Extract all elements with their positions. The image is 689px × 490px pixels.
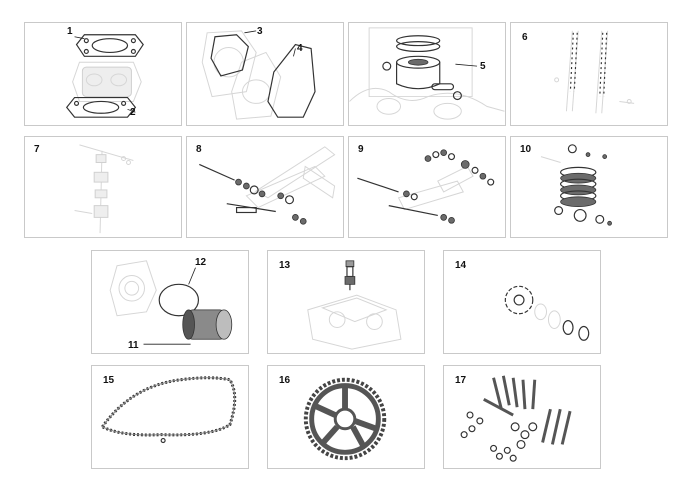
part-number-4: 4 — [297, 43, 303, 54]
part-number-13: 13 — [279, 260, 291, 271]
part-number-3: 3 — [257, 26, 263, 37]
panel-fork-legs[interactable]: 6 — [510, 22, 668, 126]
part-number-14: 14 — [455, 260, 467, 271]
panel-cover-gaskets[interactable]: 3 4 — [186, 22, 344, 126]
panel-rear-sprocket[interactable]: 16 — [267, 365, 425, 469]
part-number-6: 6 — [522, 32, 528, 43]
shock-parts-illustration — [74, 144, 134, 234]
clutch-plates-illustration — [540, 144, 612, 226]
panel-cylinder-gaskets[interactable]: 1 2 — [24, 22, 182, 126]
swingarm-illustration — [199, 146, 336, 225]
panel-drive-chain[interactable]: 15 — [91, 365, 249, 469]
front-sprocket-illustration — [504, 285, 590, 341]
part-number-5: 5 — [480, 61, 486, 72]
part-number-7: 7 — [34, 144, 40, 155]
oil-filter-illustration — [109, 260, 233, 345]
panel-linkage-bearings[interactable]: 9 — [348, 136, 506, 238]
part-number-2: 2 — [130, 107, 136, 118]
part-number-16: 16 — [279, 375, 291, 386]
cylinder-gasket-illustration — [65, 34, 144, 118]
piston-kit-illustration — [349, 27, 505, 120]
panel-bolt-kit[interactable]: 17 — [443, 365, 601, 469]
part-number-15: 15 — [103, 375, 115, 386]
bolt-kit-illustration — [460, 375, 572, 462]
panel-piston-kit[interactable]: 5 — [348, 22, 506, 126]
drive-chain-illustration — [100, 376, 237, 444]
linkage-illustration — [357, 149, 495, 224]
part-number-11: 11 — [128, 340, 139, 351]
part-number-12: 12 — [195, 257, 207, 268]
cover-gasket-illustration — [201, 30, 316, 120]
part-number-9: 9 — [358, 144, 364, 155]
panel-swingarm-bearings[interactable]: 8 — [186, 136, 344, 238]
panel-spark-plug[interactable]: 13 — [267, 250, 425, 354]
panel-clutch-plates[interactable]: 10 — [510, 136, 668, 238]
panel-shock-parts[interactable]: 7 — [24, 136, 182, 238]
panel-front-sprocket[interactable]: 14 — [443, 250, 601, 354]
panel-oil-filter[interactable]: 12 11 — [91, 250, 249, 354]
rear-sprocket-illustration — [303, 377, 387, 461]
part-number-10: 10 — [520, 144, 532, 155]
part-number-8: 8 — [196, 144, 202, 155]
spark-plug-illustration — [307, 260, 402, 350]
part-number-17: 17 — [455, 375, 467, 386]
fork-legs-illustration — [554, 30, 635, 114]
part-number-1: 1 — [67, 26, 73, 37]
